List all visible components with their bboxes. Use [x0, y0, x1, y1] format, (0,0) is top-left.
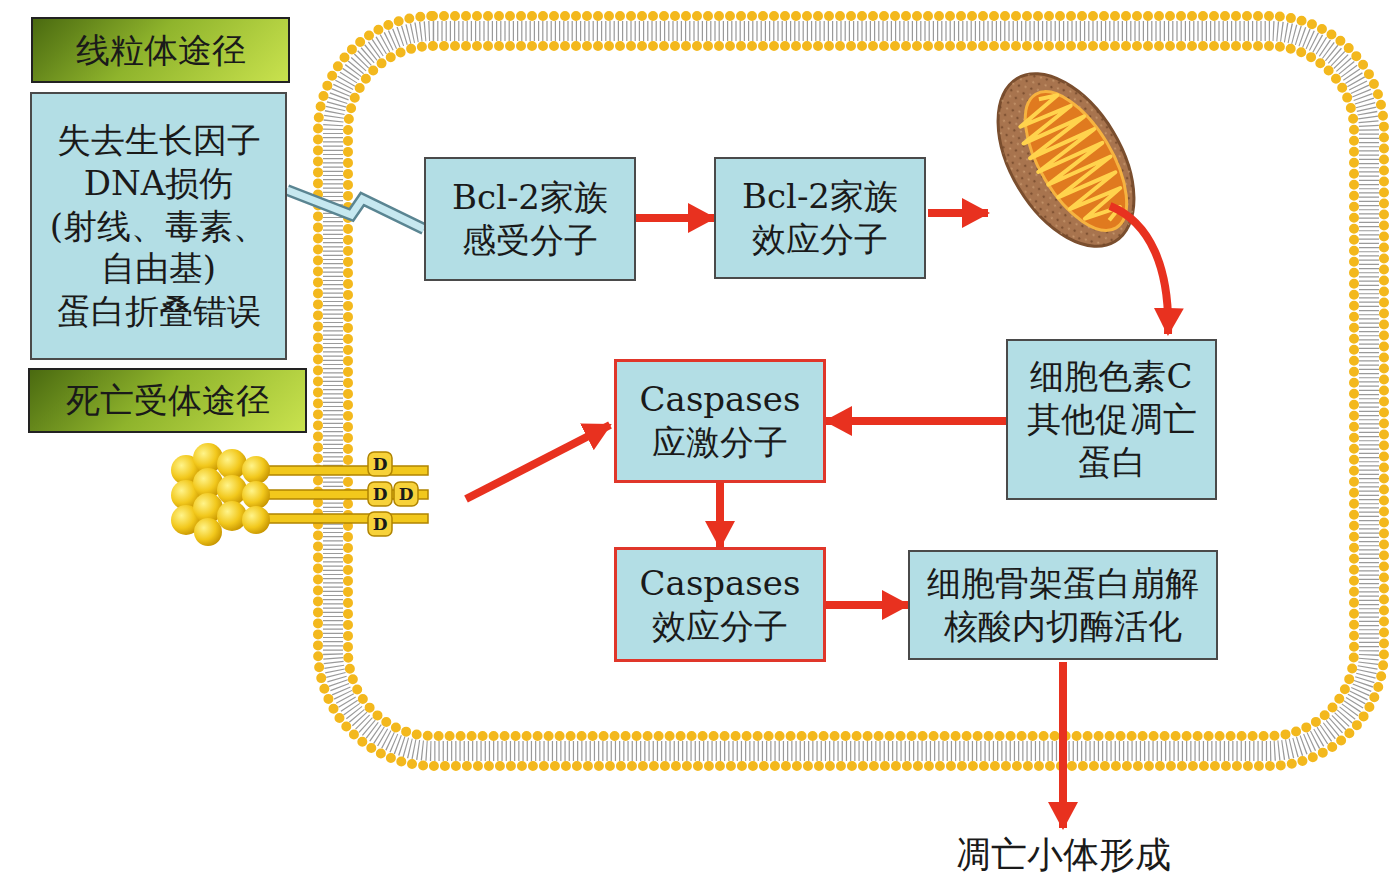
result-label: 凋亡小体形成: [913, 834, 1213, 876]
domain-letter: D: [394, 482, 418, 506]
pathway-arrow: [928, 209, 988, 217]
domain-letter: D: [368, 512, 392, 536]
death-receptor: [171, 443, 428, 546]
receptor-ball: [242, 481, 270, 509]
connector: [720, 483, 721, 547]
domain-letter: D: [368, 452, 392, 476]
node-text: Bcl-2家族 感受分子: [434, 176, 626, 262]
lightning-outline: [287, 190, 424, 229]
process-box: Bcl-2家族 效应分子: [714, 157, 926, 279]
mitochondrion-outer: [970, 50, 1162, 270]
node-text: 细胞色素C 其他促凋亡 蛋白: [1016, 355, 1207, 483]
connector-line: [826, 601, 908, 609]
mitochondrion-texture: [970, 50, 1162, 270]
connector: [636, 218, 714, 219]
process-box: Bcl-2家族 感受分子: [424, 157, 636, 281]
pathway-arrow: [1110, 206, 1168, 334]
node-text: 线粒体途径: [41, 29, 280, 72]
pathway-tag: 线粒体途径: [31, 17, 290, 83]
membrane-tails: [333, 31, 1369, 751]
lightning-bolt: [287, 190, 424, 229]
node-text: Bcl-2家族 效应分子: [724, 175, 916, 261]
death-domain: [368, 482, 392, 506]
receptor-ball: [217, 501, 247, 531]
connector-line: [826, 417, 1006, 425]
mitochondrion-cristae: [1006, 83, 1138, 239]
caspase-box: Caspases 应激分子: [614, 359, 826, 483]
membrane-inner-heads: [348, 46, 1354, 736]
receptor-rod: [268, 514, 428, 523]
pathway-arrow: [466, 425, 610, 499]
connector-line: [716, 483, 724, 547]
pathway-arrow: [1059, 662, 1067, 828]
pathway-tag: 死亡受体途径: [28, 368, 307, 433]
connector: [287, 190, 424, 229]
receptor-ball: [242, 506, 270, 534]
receptor-ball: [217, 449, 247, 479]
process-box: 细胞色素C 其他促凋亡 蛋白: [1006, 339, 1217, 500]
node-text: Caspases 应激分子: [625, 378, 815, 464]
domain-letter: D: [368, 482, 392, 506]
node-text: 死亡受体途径: [38, 379, 297, 422]
mitochondrion-inner: [1005, 76, 1147, 247]
node-text: Caspases 效应分子: [625, 562, 815, 648]
connector: [826, 605, 908, 606]
receptor-ball: [242, 456, 270, 484]
connector: [826, 421, 1006, 422]
mitochondrion: [970, 50, 1162, 270]
process-box: 细胞骨架蛋白崩解 核酸内切酶活化: [908, 550, 1218, 660]
membrane-outer-heads: [318, 16, 1384, 766]
receptor-ball: [194, 518, 222, 546]
node-text: 失去生长因子 DNA损伤 (射线、毒素、 自由基) 蛋白折叠错误: [40, 119, 277, 333]
process-box: 失去生长因子 DNA损伤 (射线、毒素、 自由基) 蛋白折叠错误: [30, 92, 287, 360]
death-domain: [368, 452, 392, 476]
receptor-rod: [268, 466, 428, 475]
node-text: 细胞骨架蛋白崩解 核酸内切酶活化: [918, 562, 1208, 648]
receptor-ball: [217, 475, 247, 505]
death-domain: [368, 512, 392, 536]
death-domain: [394, 482, 418, 506]
connector-line: [636, 214, 714, 222]
caspase-box: Caspases 效应分子: [614, 547, 826, 662]
